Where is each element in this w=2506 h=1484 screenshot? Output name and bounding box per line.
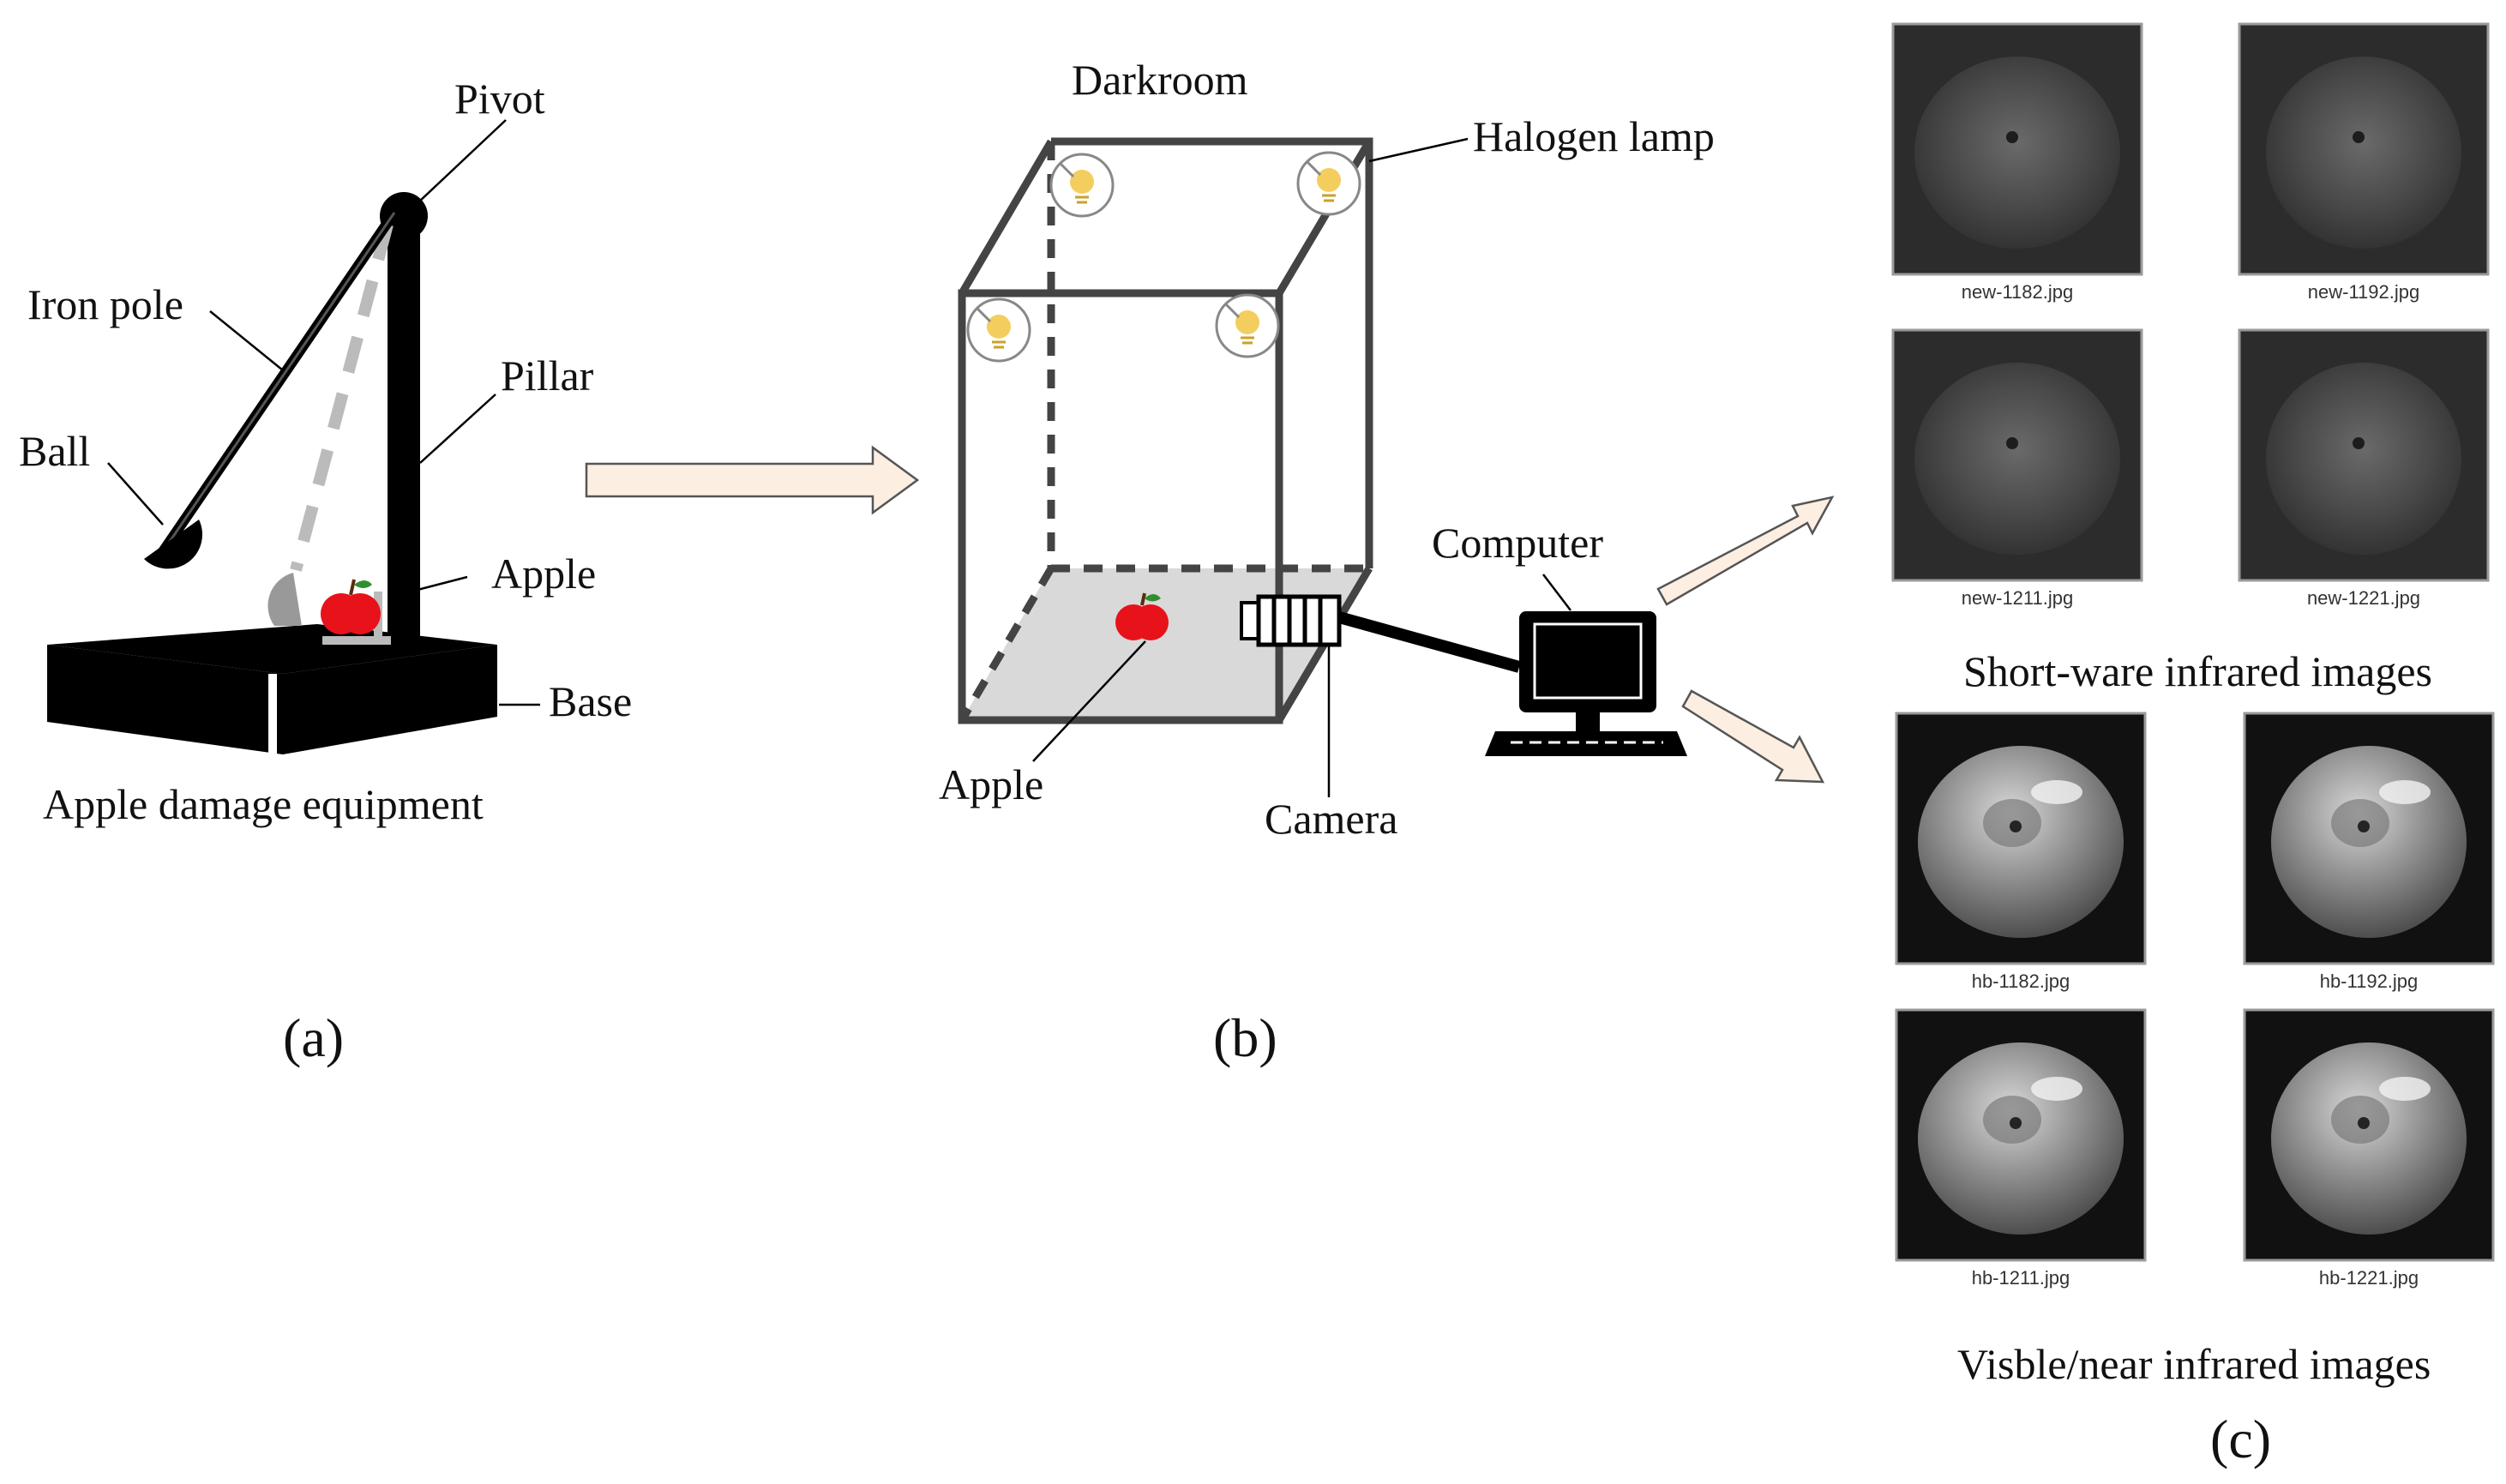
label-apple-b: Apple xyxy=(939,760,1043,808)
label-computer: Computer xyxy=(1432,519,1603,567)
label-pivot: Pivot xyxy=(454,75,545,123)
light-bulb-icon xyxy=(1049,153,1115,218)
vnir-thumbnail: hb-1192.jpg xyxy=(2243,712,2495,992)
flow-arrow-to-vnir xyxy=(1681,689,1825,784)
apple-icon xyxy=(1115,592,1169,640)
caption-b: (b) xyxy=(1213,1007,1277,1068)
ball xyxy=(144,520,202,569)
panel-a: Pivot Iron pole Pillar Ball Apple Base A… xyxy=(19,75,632,1068)
label-pillar: Pillar xyxy=(501,351,594,400)
vnir-thumbnail: hb-1182.jpg xyxy=(1895,712,2147,992)
base-block xyxy=(47,624,497,754)
panel-c: new-1182.jpg new-1192.jpg new-1211.jpg new-… xyxy=(1891,22,2495,1469)
label-apple: Apple xyxy=(491,550,596,598)
camera-cable xyxy=(1337,611,1521,673)
light-bulb-icon xyxy=(1215,293,1280,358)
vnir-image-grid: hb-1182.jpg hb-1192.jpg hb-1211.jpg hb-1221… xyxy=(1895,712,2495,1289)
vnir-thumbnail: hb-1221.jpg xyxy=(2243,1008,2495,1289)
swir-thumbnail: new-1192.jpg xyxy=(2238,22,2490,303)
label-iron-pole: Iron pole xyxy=(27,280,183,328)
flow-arrow-to-swir xyxy=(1656,496,1835,606)
label-camera: Camera xyxy=(1265,795,1397,843)
swir-thumbnail: new-1211.jpg xyxy=(1891,328,2143,609)
apple-icon xyxy=(321,579,381,634)
image-filename: new-1221.jpg xyxy=(2307,587,2420,609)
label-darkroom: Darkroom xyxy=(1072,56,1248,104)
vnir-thumbnail: hb-1211.jpg xyxy=(1895,1008,2147,1289)
image-filename: hb-1211.jpg xyxy=(1972,1267,2070,1289)
apple-stand xyxy=(322,636,391,645)
image-filename: hb-1221.jpg xyxy=(2319,1267,2419,1289)
swir-image-grid: new-1182.jpg new-1192.jpg new-1211.jpg new-… xyxy=(1891,22,2490,609)
image-filename: hb-1182.jpg xyxy=(1972,970,2070,992)
swir-title: Short-ware infrared images xyxy=(1963,647,2432,695)
light-bulb-icon xyxy=(966,297,1031,363)
panel-a-title: Apple damage equipment xyxy=(43,780,484,828)
dashed-pole xyxy=(290,223,394,572)
image-filename: new-1182.jpg xyxy=(1962,281,2073,303)
vnir-title: Visble/near infrared images xyxy=(1957,1340,2431,1388)
image-filename: new-1192.jpg xyxy=(2308,281,2419,303)
label-halogen-lamp: Halogen lamp xyxy=(1473,112,1715,160)
swir-thumbnail: new-1182.jpg xyxy=(1891,22,2143,303)
camera-icon xyxy=(1240,594,1342,647)
swir-thumbnail: new-1221.jpg xyxy=(2238,328,2490,609)
caption-a: (a) xyxy=(283,1007,344,1068)
light-bulb-icon xyxy=(1296,151,1361,216)
label-base: Base xyxy=(549,677,632,725)
image-filename: new-1211.jpg xyxy=(1962,587,2073,609)
image-filename: hb-1192.jpg xyxy=(2320,970,2419,992)
caption-c: (c) xyxy=(2210,1409,2271,1469)
panel-b: Darkroom Halogen lamp Computer Apple Cam… xyxy=(939,56,1715,1068)
ball-rest xyxy=(267,573,302,626)
pillar xyxy=(388,216,420,648)
label-ball: Ball xyxy=(19,427,90,475)
computer-icon xyxy=(1485,611,1687,756)
flow-arrow-ab xyxy=(585,445,920,515)
